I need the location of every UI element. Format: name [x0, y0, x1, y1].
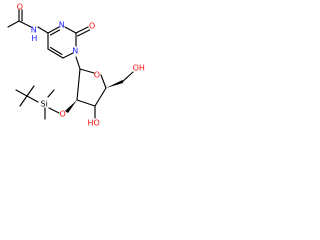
atom-ring-nitrogen-3: N [59, 21, 65, 30]
bond-si-methyl-2 [47, 89, 55, 98]
bond-c1-ring-o [79, 68, 95, 74]
bond-c2-o-wedge [65, 100, 77, 113]
atom-amide-hydrogen: H [31, 34, 37, 43]
atom-amide-nitrogen: N [31, 26, 37, 35]
bond-c3-c2 [76, 99, 96, 107]
chemical-structure: O N H N O N O OH HO O [7, 3, 145, 128]
bond-n1-c6 [62, 52, 74, 59]
bond-tbutyl-methyl-1 [15, 89, 28, 97]
atom-acetyl-oxygen: O [17, 3, 23, 12]
bond-c5prime-o [122, 71, 134, 82]
bond-si-tbutyl [26, 95, 39, 103]
atom-ring-carbonyl-oxygen: O [89, 22, 95, 31]
bond-c4-n3 [47, 26, 60, 34]
bond-acetyl-carbonyl [18, 20, 32, 28]
bond-n3-c2 [64, 26, 77, 34]
bond-c2-c1 [76, 68, 81, 101]
bond-tbutyl-methyl-2 [19, 95, 28, 107]
bond-o-si [48, 107, 60, 114]
bond-ring-o-c4 [100, 74, 107, 89]
atom-sugar-ring-oxygen: O [94, 71, 100, 80]
bond-c2-oxo-2 [77, 29, 91, 37]
atom-ring-nitrogen-1: N [72, 47, 78, 56]
bond-c2-oxo-1 [75, 26, 89, 34]
atom-secondary-hydroxyl: HO [88, 119, 100, 128]
bond-amide-n-c4 [37, 26, 49, 34]
atom-tbs-ether-oxygen: O [60, 110, 66, 119]
bond-c4-n3-double [49, 29, 61, 36]
bond-c6-c5-double [49, 46, 63, 56]
bond-c4-c5prime-wedge [106, 80, 123, 88]
bond-acetyl-methyl [7, 20, 20, 28]
bond-c4-c3 [94, 87, 107, 107]
structure-canvas: O N H N O N O OH HO O [0, 0, 152, 152]
bond-tbutyl-methyl-3 [26, 85, 35, 97]
bond-c6-c5 [47, 48, 64, 59]
atom-silicon: Si [41, 100, 48, 109]
atom-primary-hydroxyl: OH [133, 64, 145, 73]
bond-n1-c1prime [75, 56, 81, 70]
